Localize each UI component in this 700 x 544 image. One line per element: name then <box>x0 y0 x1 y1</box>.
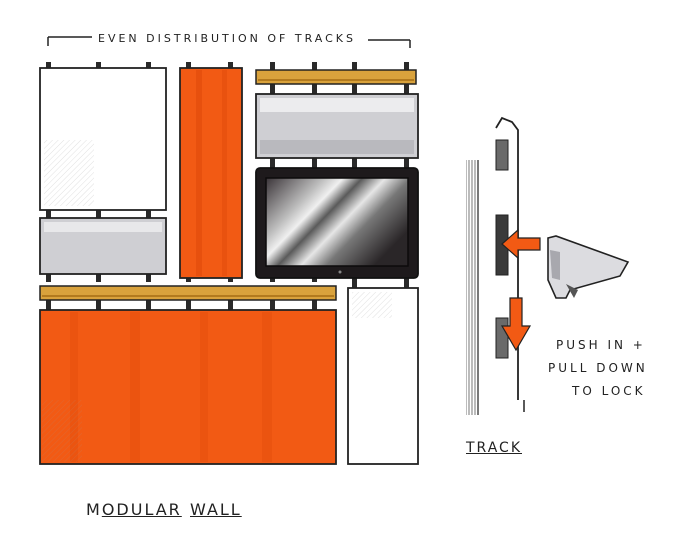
wood-shelf-bottom <box>39 285 337 301</box>
orange-arrow-left-icon <box>501 228 541 260</box>
orange-arrow-down-icon <box>500 297 532 352</box>
instruction-line-1: PUSH IN + <box>556 338 646 352</box>
gray-panel-right <box>255 93 419 159</box>
header-label: EVEN DISTRIBUTION OF TRACKS <box>98 32 357 45</box>
instruction-line-3: TO LOCK <box>572 384 646 398</box>
wood-shelf-top <box>255 69 417 85</box>
title-modular-initial: M <box>86 500 102 519</box>
header-bracket <box>47 36 411 48</box>
white-panel-top-left <box>39 67 167 211</box>
title-wall: WALL <box>190 500 242 519</box>
bracket-piece <box>547 235 630 299</box>
title-modular: MODULAR <box>86 500 182 519</box>
gray-panel-left <box>39 217 167 275</box>
instruction-line-2: PULL DOWN <box>548 361 648 375</box>
orange-panel-large <box>39 309 337 465</box>
orange-panel-tall <box>179 67 243 279</box>
white-panel-tall-right <box>347 287 419 465</box>
track-detail <box>466 116 525 415</box>
title-modular-rest: ODULAR <box>101 500 182 519</box>
tv-screen <box>255 167 419 279</box>
track-label: TRACK <box>466 440 522 456</box>
